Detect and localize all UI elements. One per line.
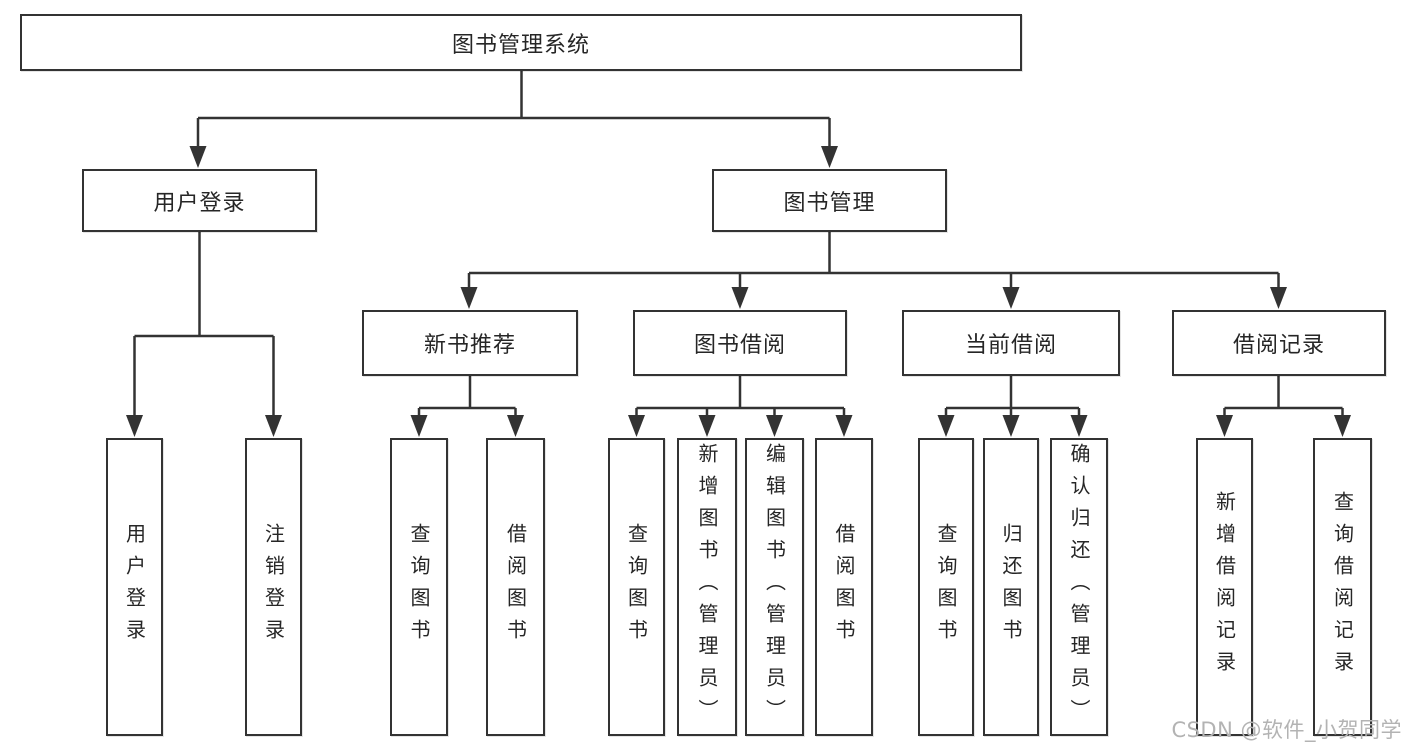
leaf-borrow-add-books-admin: 新增图书（管理员） [677, 438, 737, 736]
leaf-borrow-borrow-books: 借阅图书 [815, 438, 873, 736]
leaf-records-add-record: 新增借阅记录 [1196, 438, 1253, 736]
leaf-recommend-query-books: 查询图书 [390, 438, 448, 736]
node-user-login: 用户登录 [82, 169, 317, 232]
csdn-watermark: CSDN @软件_小贺同学 [1171, 718, 1402, 742]
node-book-borrow: 图书借阅 [633, 310, 847, 376]
leaf-current-return-books: 归还图书 [983, 438, 1039, 736]
connector-path [133, 71, 1344, 420]
leaf-logout: 注销登录 [245, 438, 302, 736]
leaf-records-query-record: 查询借阅记录 [1313, 438, 1372, 736]
node-new-book-recommend: 新书推荐 [362, 310, 578, 376]
leaf-current-confirm-return-admin: 确认归还（管理员） [1050, 438, 1108, 736]
node-borrow-records: 借阅记录 [1172, 310, 1386, 376]
node-root-system: 图书管理系统 [20, 14, 1022, 71]
leaf-borrow-edit-books-admin: 编辑图书（管理员） [745, 438, 804, 736]
leaf-recommend-borrow-books: 借阅图书 [486, 438, 545, 736]
leaf-borrow-query-books: 查询图书 [608, 438, 665, 736]
node-current-borrow: 当前借阅 [902, 310, 1120, 376]
leaf-user-login: 用户登录 [106, 438, 163, 736]
leaf-current-query-books: 查询图书 [918, 438, 974, 736]
node-book-management: 图书管理 [712, 169, 947, 232]
